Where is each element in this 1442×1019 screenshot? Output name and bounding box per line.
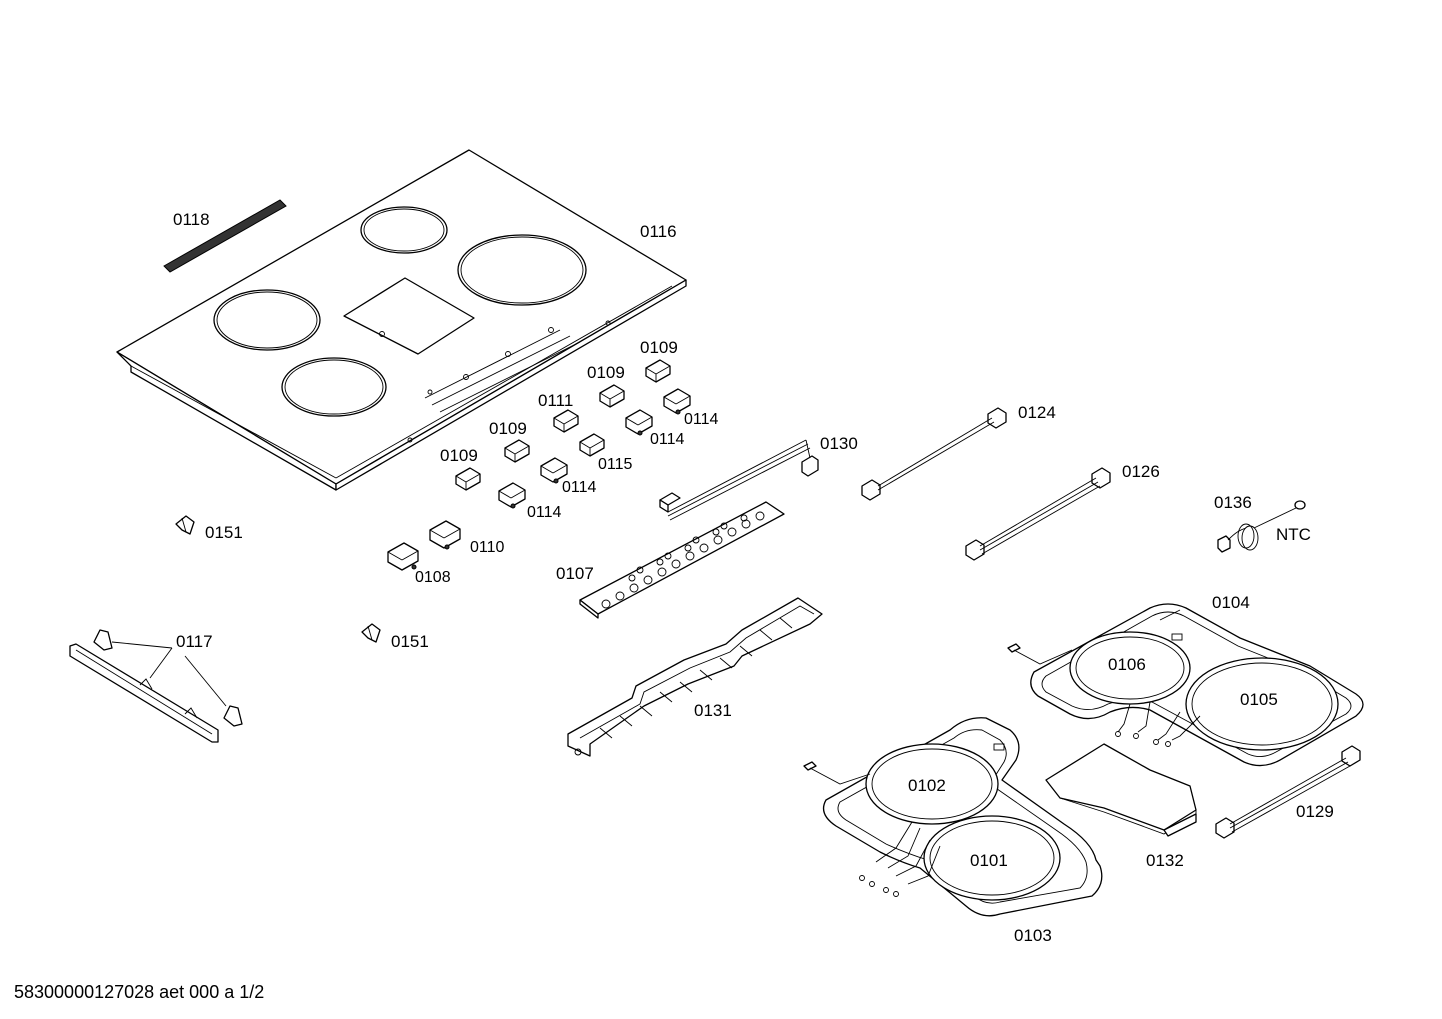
button-0109-d — [455, 467, 481, 491]
label-0117: 0117 — [176, 632, 213, 651]
label-0132: 0132 — [1146, 851, 1184, 870]
label-0109-d: 0109 — [440, 446, 478, 465]
knob-0108 — [387, 542, 419, 571]
label-0130: 0130 — [820, 434, 858, 453]
cooktop-glass-0116 — [116, 149, 687, 491]
label-0107: 0107 — [556, 564, 594, 583]
label-0109-b: 0109 — [587, 363, 625, 382]
seal-strip-0118 — [163, 199, 287, 273]
knob-0114-b — [625, 409, 653, 436]
label-0114-d: 0114 — [527, 504, 562, 521]
label-0118: 0118 — [173, 210, 210, 229]
cable-0126 — [965, 467, 1111, 561]
label-0106: 0106 — [1108, 655, 1146, 674]
label-0109-c: 0109 — [489, 419, 527, 438]
knob-0114-d — [498, 482, 526, 509]
knob-0114-c — [540, 457, 568, 484]
label-0114-a: 0114 — [684, 411, 719, 428]
label-0108: 0108 — [415, 569, 451, 586]
label-0126: 0126 — [1122, 462, 1160, 481]
label-0151-b: 0151 — [391, 632, 429, 651]
label-0129: 0129 — [1296, 802, 1334, 821]
label-0110: 0110 — [470, 539, 505, 556]
label-0111: 0111 — [538, 391, 573, 410]
button-0111 — [553, 409, 579, 433]
label-0104: 0104 — [1212, 593, 1250, 612]
label-0151-a: 0151 — [205, 523, 243, 542]
document-id: 58300000127028 aet 000 a 1/2 — [14, 982, 265, 1002]
cable-0129 — [1215, 745, 1361, 839]
induction-carrier-0104 — [1007, 603, 1364, 767]
ntc-sensor-0136 — [1217, 500, 1306, 553]
control-buttons — [387, 359, 691, 571]
label-ntc: NTC — [1276, 525, 1311, 544]
shield-plate-0132 — [1045, 743, 1197, 837]
label-0116: 0116 — [640, 222, 677, 241]
ribbon-cable-0130 — [659, 439, 819, 521]
label-0109-a: 0109 — [640, 338, 678, 357]
button-0109-b — [599, 384, 625, 408]
knob-0110 — [429, 520, 461, 550]
touch-control-marks — [407, 320, 611, 443]
induction-carrier-0103 — [803, 717, 1103, 917]
label-0102: 0102 — [908, 776, 946, 795]
label-0131: 0131 — [694, 701, 732, 720]
label-0103: 0103 — [1014, 926, 1052, 945]
label-0101: 0101 — [970, 851, 1008, 870]
label-0115: 0115 — [598, 456, 633, 473]
label-0114-c: 0114 — [562, 479, 597, 496]
pcb-0107 — [579, 501, 785, 619]
clip-0151-b — [361, 623, 381, 643]
button-0109-a — [645, 359, 671, 383]
knob-0114-a — [663, 388, 691, 415]
button-0115 — [579, 433, 605, 457]
pcb-holder-0131 — [567, 597, 823, 757]
label-0114-b: 0114 — [650, 431, 685, 448]
cable-0124 — [861, 407, 1007, 501]
bracket-0117 — [69, 629, 243, 743]
clip-0151-a — [175, 515, 195, 535]
label-0105: 0105 — [1240, 690, 1278, 709]
label-0136: 0136 — [1214, 493, 1252, 512]
label-0124: 0124 — [1018, 403, 1056, 422]
button-0109-c — [504, 439, 530, 463]
